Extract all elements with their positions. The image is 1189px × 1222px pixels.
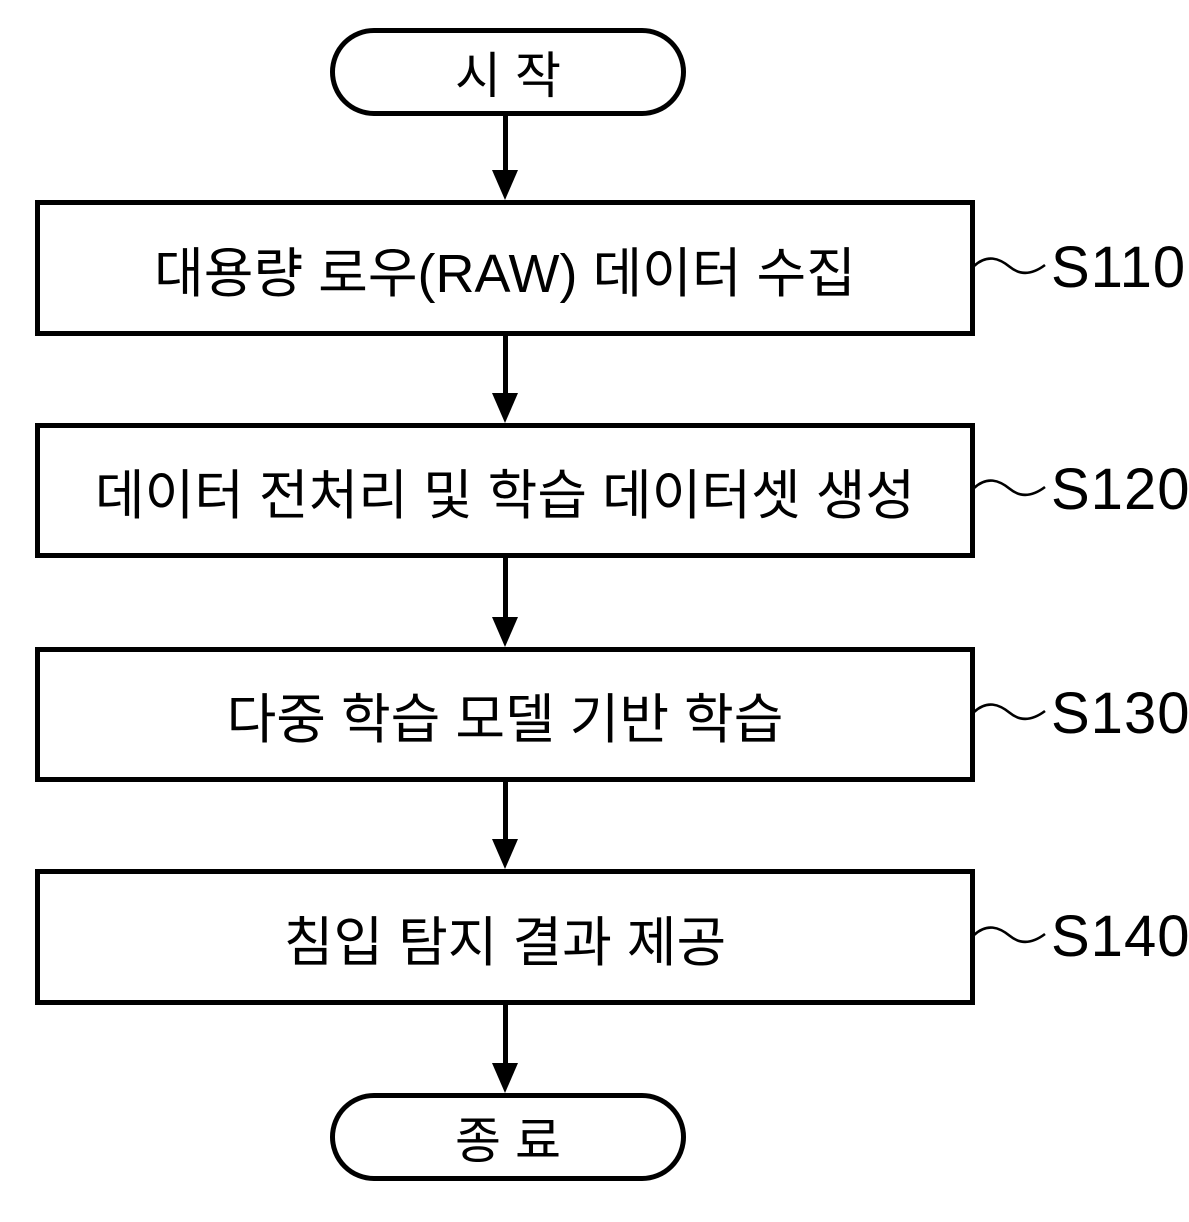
arrow-head-icon — [492, 1063, 518, 1093]
step-ref-s110: S110 — [973, 233, 1186, 303]
arrow-shaft — [502, 116, 508, 170]
process-step-1: 대용량 로우(RAW) 데이터 수집 — [35, 200, 975, 336]
arrow-head-icon — [492, 617, 518, 647]
flow-arrow-1 — [492, 116, 518, 200]
step-ref-label: S110 — [1051, 235, 1187, 300]
step-ref-label: S130 — [1051, 681, 1189, 746]
step-ref-s130: S130 — [973, 679, 1189, 749]
end-terminal-label: 종 료 — [455, 1113, 561, 1169]
step-ref-label: S120 — [1051, 457, 1189, 522]
flow-arrow-3 — [492, 558, 518, 647]
process-step-2: 데이터 전처리 및 학습 데이터셋 생성 — [35, 423, 975, 558]
flow-arrow-5 — [492, 1005, 518, 1093]
arrow-head-icon — [492, 393, 518, 423]
step-ref-s120: S120 — [973, 455, 1189, 525]
arrow-shaft — [502, 1005, 508, 1063]
process-step-1-label: 대용량 로우(RAW) 데이터 수집 — [154, 243, 856, 304]
arrow-shaft — [502, 782, 508, 839]
squiggle-connector-icon — [973, 479, 1046, 497]
step-ref-s140: S140 — [973, 902, 1189, 972]
arrow-shaft — [502, 336, 508, 393]
process-step-2-label: 데이터 전처리 및 학습 데이터셋 생성 — [94, 466, 916, 526]
squiggle-connector-icon — [973, 703, 1046, 721]
step-ref-label: S140 — [1051, 904, 1189, 969]
process-step-4-label: 침입 탐지 결과 제공 — [283, 912, 727, 973]
arrow-head-icon — [492, 839, 518, 869]
process-step-3-label: 다중 학습 모델 기반 학습 — [226, 690, 784, 750]
arrow-shaft — [502, 558, 508, 617]
flow-arrow-4 — [492, 782, 518, 869]
end-terminal: 종 료 — [330, 1093, 686, 1181]
start-terminal: 시 작 — [330, 28, 686, 116]
arrow-head-icon — [492, 170, 518, 200]
squiggle-connector-icon — [973, 257, 1046, 275]
process-step-3: 다중 학습 모델 기반 학습 — [35, 647, 975, 782]
squiggle-connector-icon — [973, 926, 1046, 944]
process-step-4: 침입 탐지 결과 제공 — [35, 869, 975, 1005]
start-terminal-label: 시 작 — [455, 48, 561, 104]
flow-arrow-2 — [492, 336, 518, 423]
